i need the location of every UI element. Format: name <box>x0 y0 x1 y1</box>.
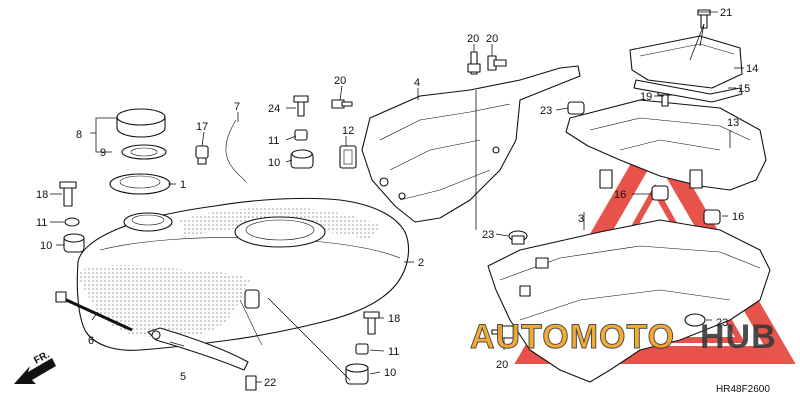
grommet-23-top <box>567 101 585 115</box>
bolt-20-bottom <box>491 325 515 339</box>
callout-23-top: 23 <box>540 105 552 117</box>
bolt-20-left <box>331 99 353 109</box>
callout-20-c: 20 <box>334 75 346 87</box>
callout-7: 7 <box>234 101 240 113</box>
long-bolt-6 <box>55 291 133 332</box>
watermark-brand: AUTOMOTO HUB <box>470 318 777 357</box>
callout-18-left: 18 <box>36 189 48 201</box>
callout-9: 9 <box>100 147 106 159</box>
bolt-24 <box>293 95 309 117</box>
callout-17: 17 <box>196 121 208 133</box>
callout-19: 19 <box>640 91 652 103</box>
callout-24: 24 <box>268 103 280 115</box>
callout-10-bottom: 10 <box>384 367 396 379</box>
callout-18-bottom: 18 <box>388 313 400 325</box>
clip-12 <box>339 145 357 169</box>
callout-1: 1 <box>180 179 186 191</box>
cover-seal-15 <box>633 79 743 103</box>
tube-connector <box>195 145 209 165</box>
callout-12: 12 <box>342 125 354 137</box>
callout-6: 6 <box>88 335 94 347</box>
mount-bracket-4 <box>361 65 581 223</box>
callout-2: 2 <box>418 257 424 269</box>
callout-5: 5 <box>180 371 186 383</box>
callout-11-bottom: 11 <box>388 346 399 358</box>
callout-11-top: 11 <box>268 135 279 147</box>
grommet-10-top <box>290 149 314 169</box>
leader-lines <box>50 11 744 383</box>
bolt-18-left <box>59 181 77 207</box>
box-cover-14 <box>629 35 743 89</box>
callout-20-d: 20 <box>496 359 508 371</box>
tank-strap-5 <box>147 327 249 371</box>
callout-4: 4 <box>414 77 420 89</box>
callout-20-b: 20 <box>486 33 498 45</box>
callout-11-left: 11 <box>36 217 47 229</box>
callout-20-a: 20 <box>467 33 479 45</box>
callout-21: 21 <box>720 7 732 19</box>
bolt-20-top-a <box>467 51 481 75</box>
diagram-code: HR48F2600 <box>716 384 770 395</box>
callout-10-left: 10 <box>40 240 52 252</box>
fuel-tank <box>76 197 410 351</box>
clip-23-bottom-left <box>508 230 528 245</box>
collar-11-left <box>64 217 80 227</box>
fuel-cap <box>116 108 166 138</box>
grommet-23-right <box>684 313 706 327</box>
callout-23-left: 23 <box>482 229 494 241</box>
callout-23-right: 23 <box>716 317 728 329</box>
callout-13: 13 <box>727 117 739 129</box>
callout-15: 15 <box>738 83 750 95</box>
collar-11-top <box>294 129 308 141</box>
grommet-16-b <box>703 209 721 225</box>
grommet-16-a <box>651 185 669 201</box>
breather-tube <box>225 119 247 183</box>
battery-box-13 <box>565 99 767 191</box>
grommet-10-bottom <box>345 363 369 385</box>
svg-text:HUB: HUB <box>700 318 777 356</box>
grommet-10-left <box>63 233 85 253</box>
callout-8: 8 <box>76 129 82 141</box>
callouts: 21 14 15 19 13 23 20 20 20 4 12 7 17 24 … <box>36 7 758 389</box>
cap-ring <box>109 173 171 195</box>
collar-11-bottom <box>355 343 369 355</box>
bolt-18-bottom <box>363 311 380 335</box>
cap-gasket <box>121 144 167 160</box>
screw-21 <box>697 9 711 29</box>
svg-text:AUTOMOTO: AUTOMOTO <box>470 318 675 356</box>
callout-3: 3 <box>578 213 584 225</box>
callout-22: 22 <box>264 377 276 389</box>
callout-16-b: 16 <box>732 211 744 223</box>
lower-cover-3 <box>487 219 771 383</box>
bolt-20-top-b <box>487 55 507 71</box>
callout-14: 14 <box>746 63 758 75</box>
callout-10-top: 10 <box>268 157 280 169</box>
callout-16-a: 16 <box>614 189 626 201</box>
clip-22 <box>245 375 257 391</box>
front-arrow: FR. <box>14 349 56 384</box>
